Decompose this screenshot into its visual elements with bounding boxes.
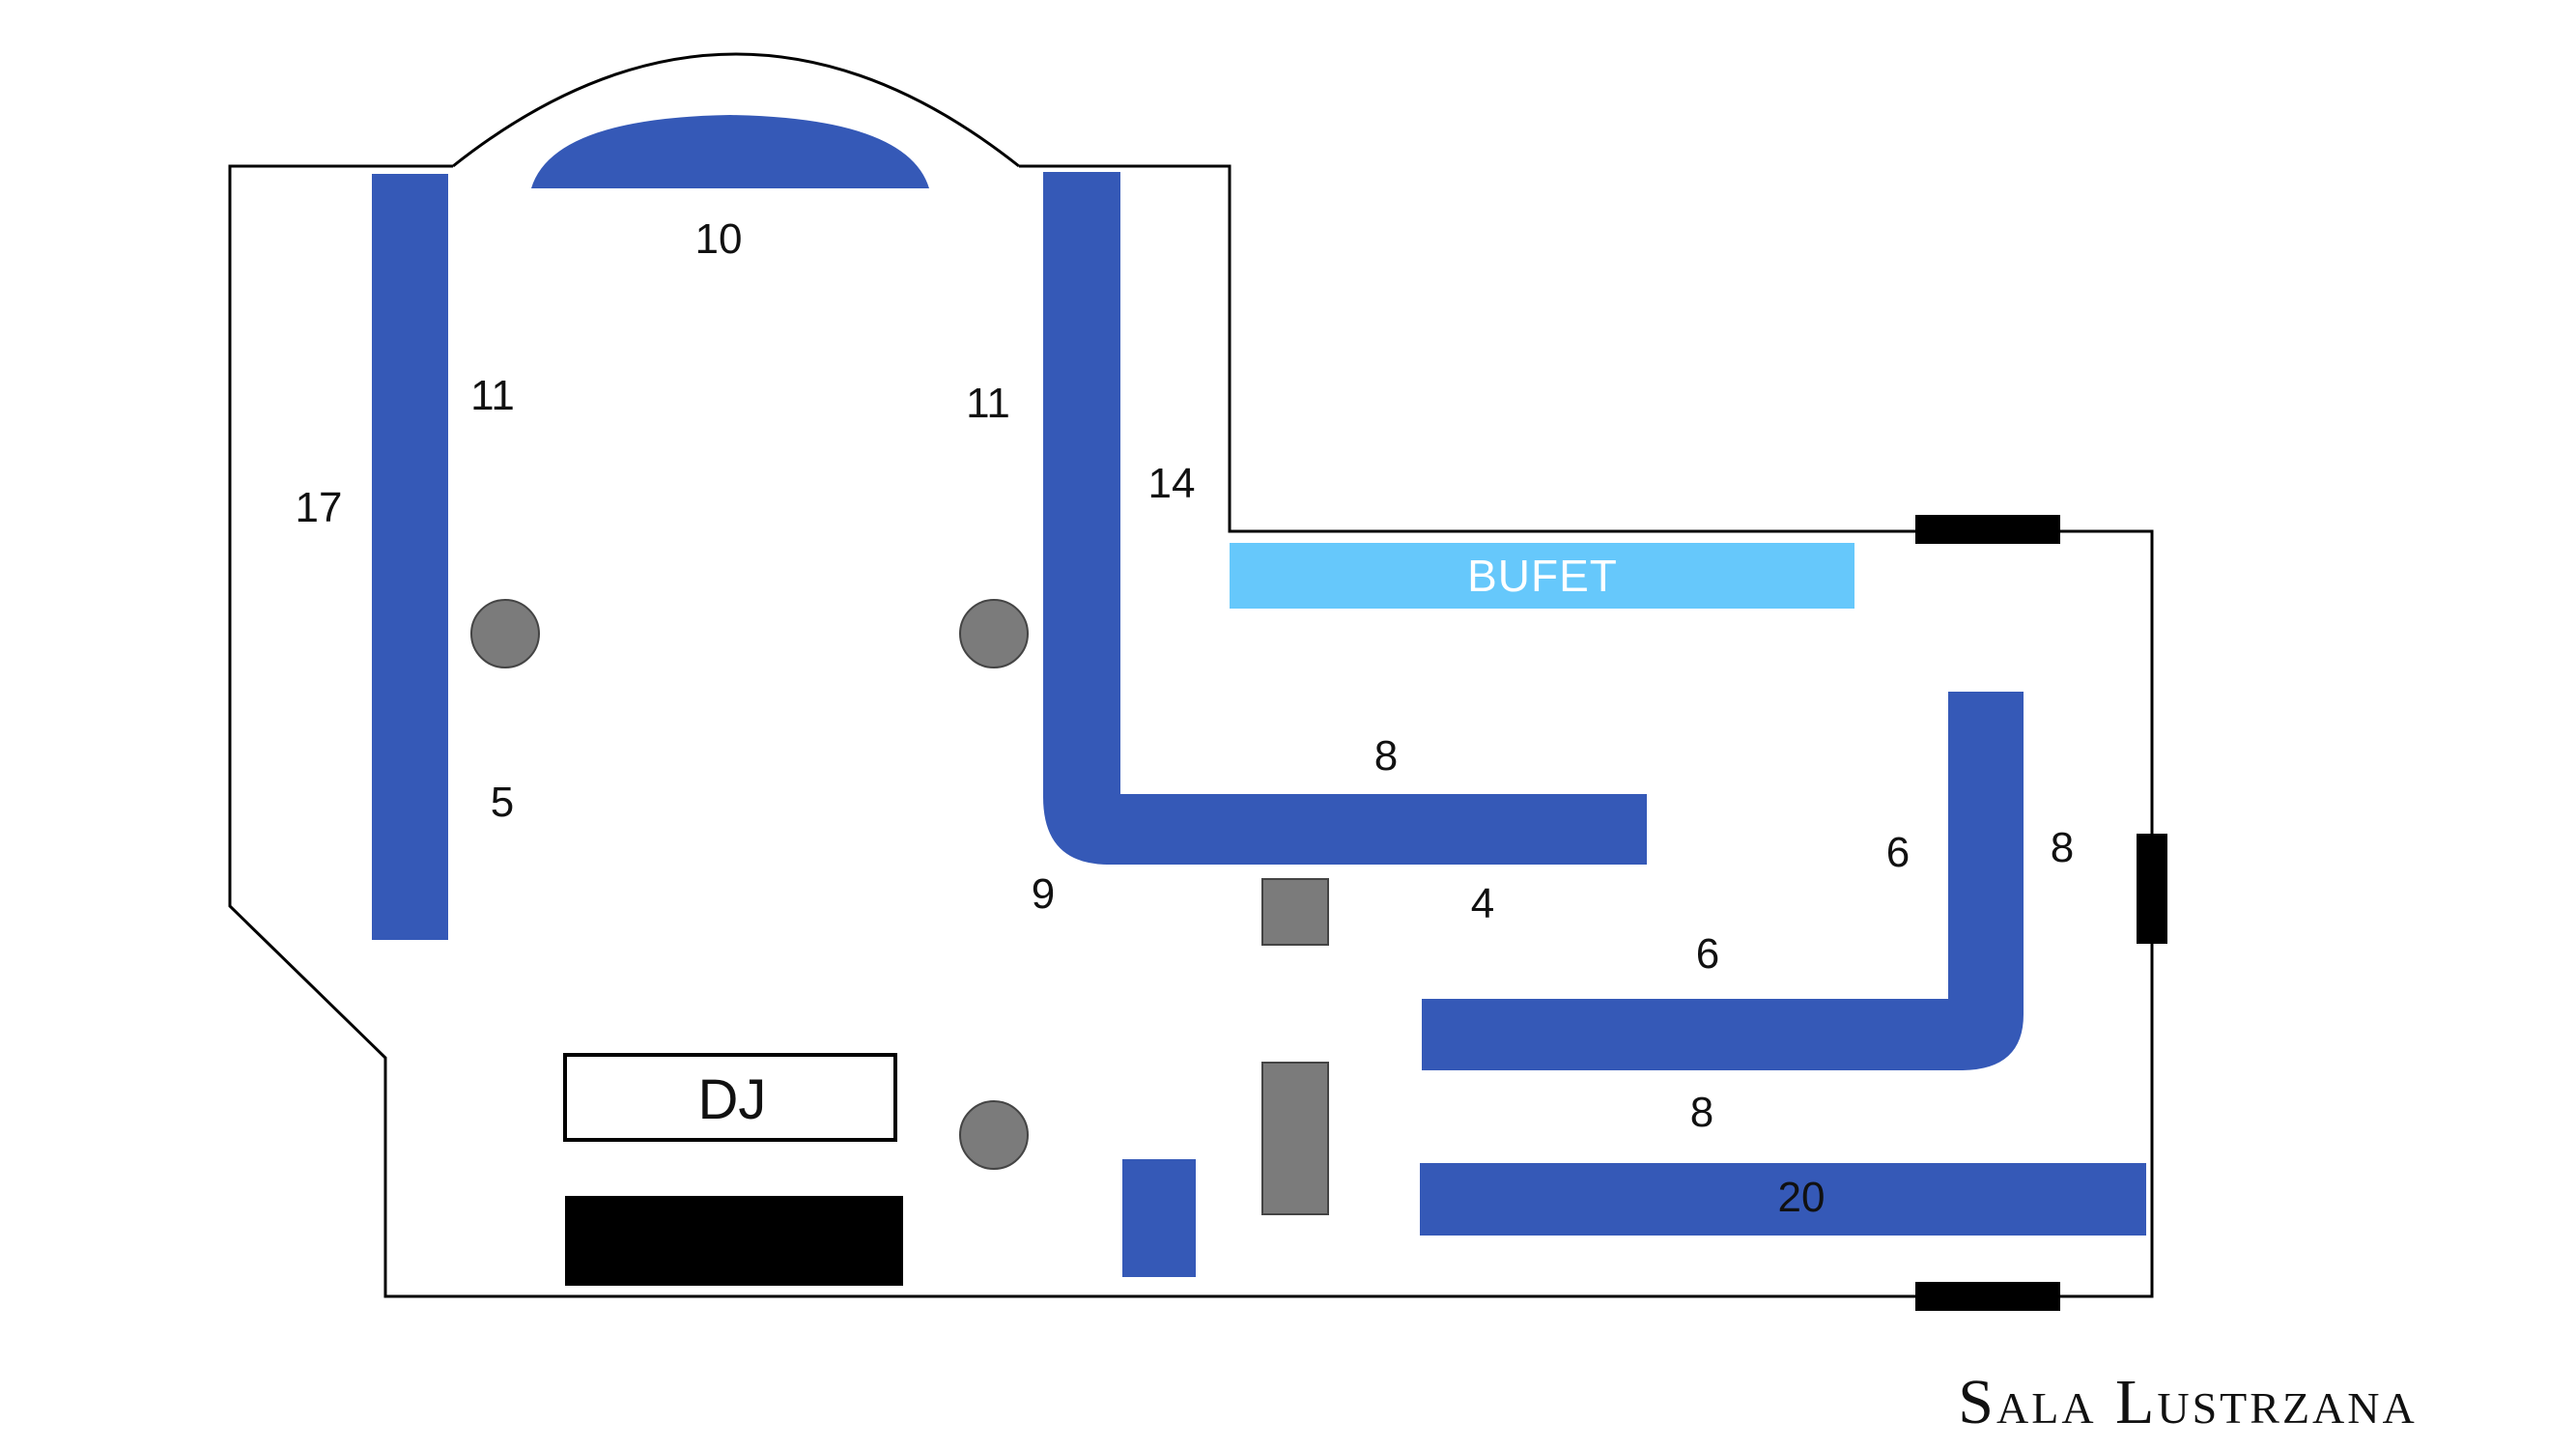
seat-count-left-lower: 5: [491, 779, 514, 826]
buffet-label: BUFET: [1467, 551, 1618, 601]
seat-count-right-vertical-inner: 6: [1886, 829, 1910, 876]
seat-count-head-table: 10: [695, 215, 743, 263]
seat-count-right-arm-top: 6: [1696, 930, 1719, 978]
pillars: [470, 599, 1029, 1170]
door-right: [2137, 834, 2167, 944]
alcove-arc: [452, 52, 1020, 168]
doors: [1915, 515, 2167, 1311]
right-l-table: [1422, 692, 2024, 1070]
pillar: [959, 1100, 1029, 1170]
door-top-right: [1915, 515, 2060, 544]
seat-count-labels: 10 11 17 5 11 14 9 8 4 6 8 6 8 20: [296, 215, 2075, 1221]
seat-count-center-outer: 14: [1148, 460, 1196, 507]
pillar: [470, 599, 540, 668]
small-table: [1122, 1159, 1196, 1277]
seat-count-left-inner: 11: [470, 372, 515, 419]
head-table: [531, 115, 929, 188]
dj-label: DJ: [698, 1068, 767, 1131]
seat-count-center-arm-top: 8: [1374, 732, 1398, 780]
outer-wall: [228, 164, 2154, 1298]
seat-count-center-corner: 9: [1032, 870, 1055, 918]
seat-count-left-outer: 17: [296, 484, 343, 531]
pillar: [959, 599, 1029, 668]
seat-count-bottom-table: 20: [1778, 1174, 1826, 1221]
seat-count-right-vertical-outer: 8: [2051, 824, 2074, 871]
bottom-table: [1420, 1163, 2146, 1236]
seat-count-center-arm-bottom: 4: [1471, 880, 1494, 927]
dj-equipment: [565, 1196, 903, 1286]
left-table: [372, 174, 448, 940]
seat-count-right-arm-bottom: 8: [1690, 1089, 1713, 1136]
center-l-table: [1043, 172, 1647, 865]
buffet-table: [1230, 543, 1854, 609]
dj-booth: [563, 1053, 897, 1142]
seat-count-center-inner: 11: [966, 380, 1010, 427]
grey-stand-tall: [1261, 1062, 1329, 1215]
door-bottom-right: [1915, 1282, 2060, 1311]
room-walls: [228, 52, 2154, 1298]
hall-title: Sala Lustrzana: [1958, 1367, 2417, 1437]
grey-stand-small: [1261, 878, 1329, 946]
